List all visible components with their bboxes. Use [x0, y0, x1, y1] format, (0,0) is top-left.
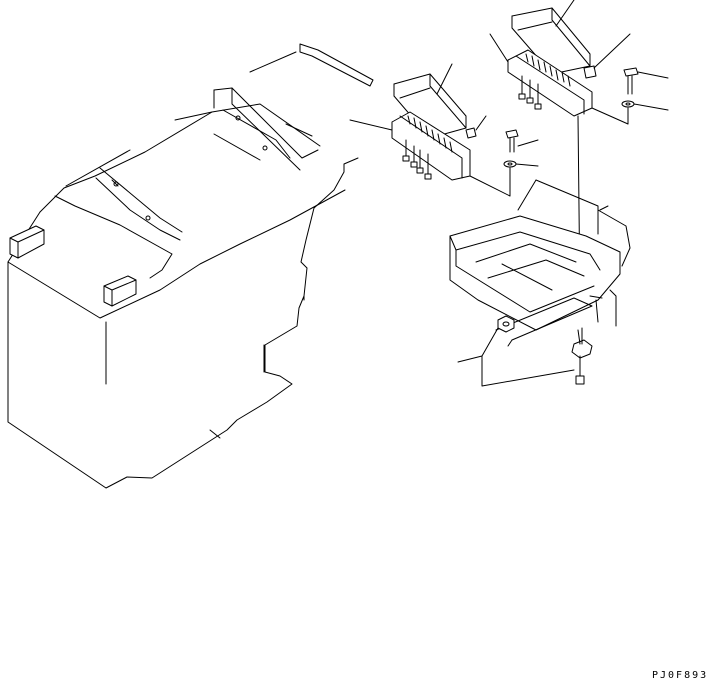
machine-body	[7, 43, 374, 489]
junction-block-1	[349, 63, 539, 197]
junction-block-2	[489, 0, 669, 301]
drawing-code: PJ0F893	[652, 670, 709, 681]
battery-tray	[449, 179, 631, 387]
